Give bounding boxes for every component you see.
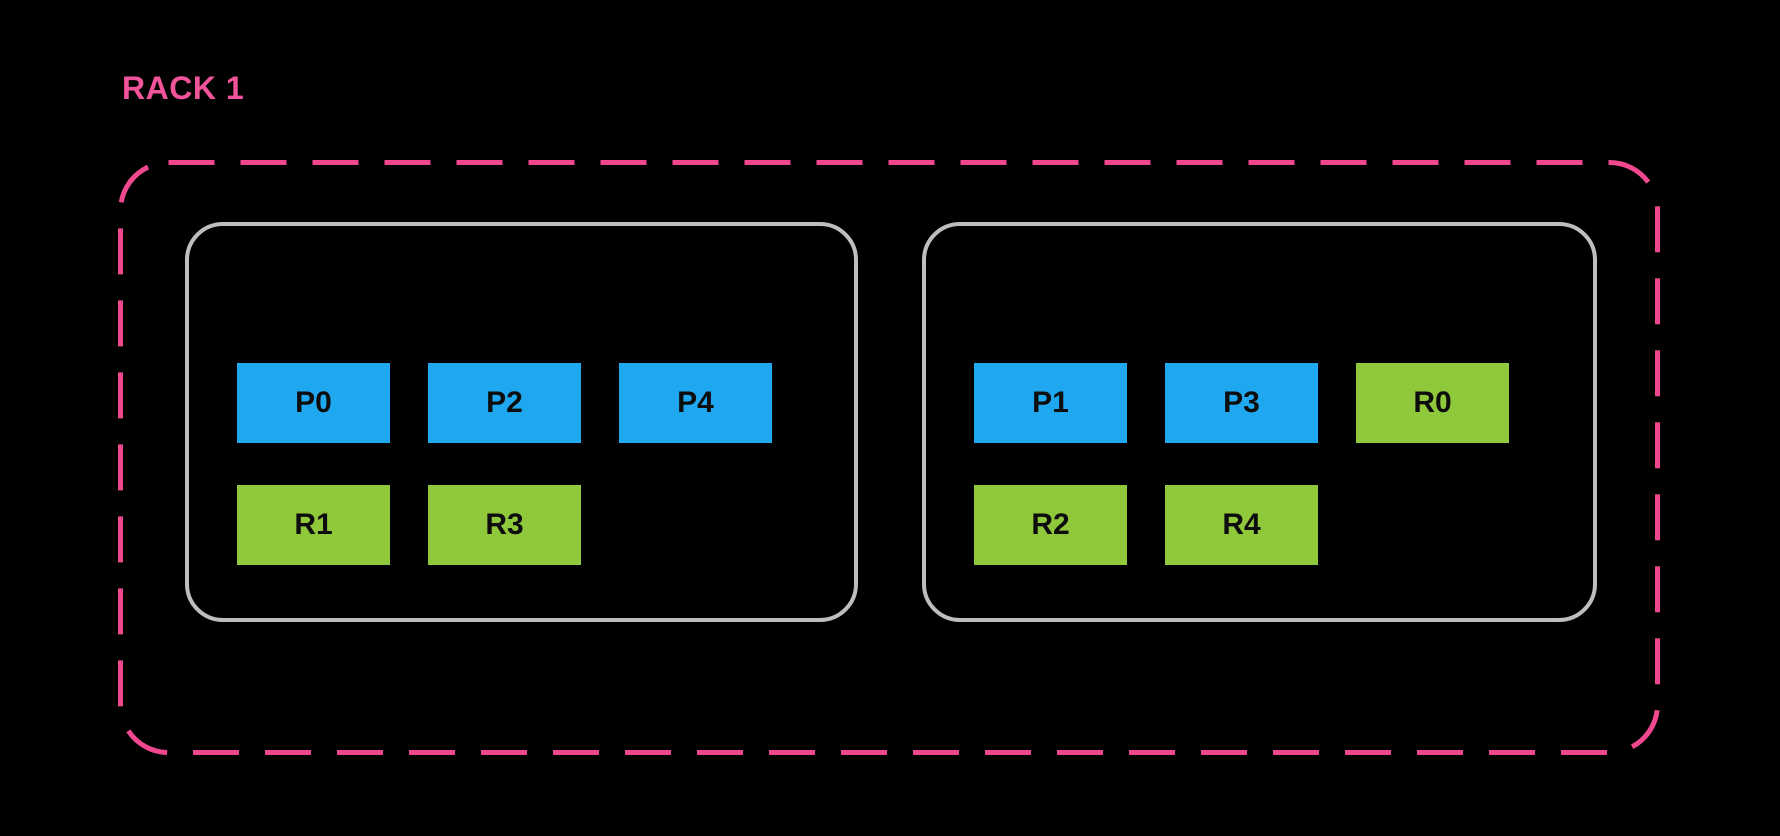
node-1-container: P0 P2 P4 R1 R3: [185, 222, 858, 622]
shard-r0: R0: [1356, 363, 1509, 443]
shard-r1: R1: [237, 485, 390, 565]
shard-r2: R2: [974, 485, 1127, 565]
shard-p0: P0: [237, 363, 390, 443]
rack-title: RACK 1: [122, 70, 245, 106]
node-1-bottom-row: R1 R3: [237, 485, 772, 565]
node-2-bottom-row: R2 R4: [974, 485, 1509, 565]
node-2-shards: P1 P3 R0 R2 R4: [974, 363, 1509, 565]
shard-r3: R3: [428, 485, 581, 565]
shard-p2: P2: [428, 363, 581, 443]
node-2-container: P1 P3 R0 R2 R4: [922, 222, 1597, 622]
shard-p1: P1: [974, 363, 1127, 443]
shard-p3: P3: [1165, 363, 1318, 443]
shard-p4: P4: [619, 363, 772, 443]
node-2-top-row: P1 P3 R0: [974, 363, 1509, 443]
shard-r4: R4: [1165, 485, 1318, 565]
node-1-top-row: P0 P2 P4: [237, 363, 772, 443]
node-1-shards: P0 P2 P4 R1 R3: [237, 363, 772, 565]
